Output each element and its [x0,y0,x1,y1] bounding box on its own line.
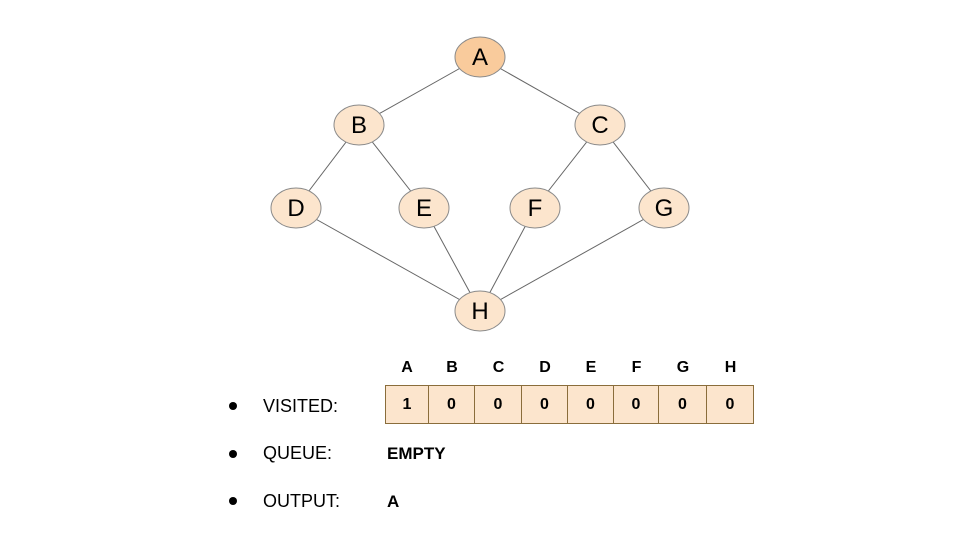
visited-header-g: G [676,359,690,376]
node-c-circle [574,104,626,146]
visited-cell-h: 0 [707,385,754,424]
node-d: D [270,187,322,229]
node-g-circle [638,187,690,229]
node-h: H [454,290,506,332]
visited-header-e: E [585,359,597,376]
node-b-circle [333,104,385,146]
node-e-circle [398,187,450,229]
output-value: A [387,492,400,511]
visited-cell-f: 0 [614,385,659,424]
visited-header-d: D [539,359,551,376]
visited-label: VISITED: [263,396,339,416]
edge-D-H [295,207,481,312]
bullet-icon [229,497,237,505]
queue-label: QUEUE: [263,443,333,463]
node-f-circle [509,187,561,229]
bfs-graph: A B C D E F G H [270,36,690,332]
node-b-label: B [351,112,367,139]
node-d-label: D [287,195,304,222]
node-c-label: C [591,112,608,139]
visited-header-h: H [724,359,737,376]
visited-cell-d: 0 [522,385,568,424]
visited-cell-e: 0 [568,385,614,424]
node-h-label: H [471,298,488,325]
graph-edges [295,56,665,312]
node-h-circle [454,290,506,332]
node-a-label: A [472,44,488,71]
node-g: G [638,187,690,229]
queue-value: EMPTY [387,444,446,463]
node-b: B [333,104,385,146]
bullet-icon [229,450,237,458]
visited-header-a: A [401,359,413,376]
node-a: A [454,36,506,78]
visited-cell-g: 0 [659,385,707,424]
visited-header-f: F [631,359,642,376]
visited-cell-a: 1 [385,385,429,424]
output-label: OUTPUT: [263,491,341,511]
node-e-label: E [416,195,432,222]
node-e: E [398,187,450,229]
node-g-label: G [655,195,674,222]
visited-cell-c: 0 [475,385,522,424]
node-c: C [574,104,626,146]
visited-header-b: B [446,359,458,376]
node-f: F [509,187,561,229]
node-a-circle [454,36,506,78]
node-f-label: F [528,195,543,222]
visited-header-c: C [492,359,505,376]
node-d-circle [270,187,322,229]
edge-G-H [479,207,665,312]
graph-nodes: A B C D E F G H [270,36,690,332]
visited-cell-b: 0 [429,385,475,424]
bullet-icon [229,402,237,410]
